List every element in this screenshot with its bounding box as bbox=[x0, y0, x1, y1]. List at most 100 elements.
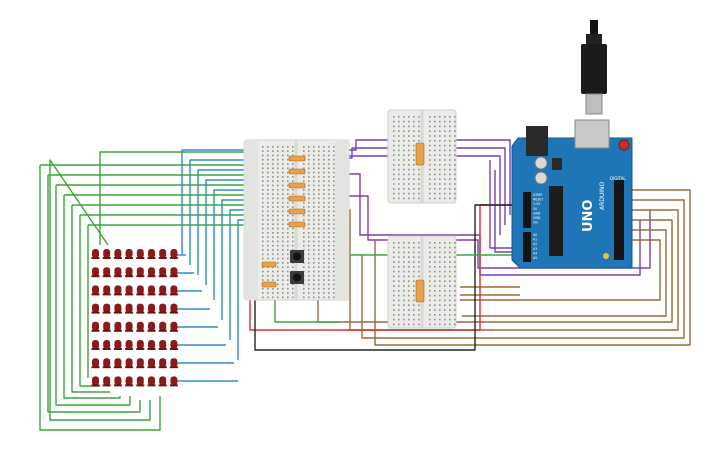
led[interactable] bbox=[91, 340, 100, 350]
usb-cable[interactable] bbox=[581, 20, 607, 115]
resistor[interactable] bbox=[261, 261, 277, 268]
atmega-chip bbox=[549, 186, 563, 256]
led[interactable] bbox=[91, 358, 100, 369]
led[interactable] bbox=[147, 267, 156, 278]
resistor[interactable] bbox=[288, 155, 306, 162]
led[interactable] bbox=[125, 249, 134, 259]
led[interactable] bbox=[102, 285, 111, 296]
led[interactable] bbox=[102, 340, 111, 350]
led[interactable] bbox=[91, 267, 100, 278]
power-led bbox=[603, 253, 609, 259]
led[interactable] bbox=[169, 376, 178, 387]
led[interactable] bbox=[169, 303, 178, 314]
led[interactable] bbox=[158, 303, 167, 314]
analog-pin-label: A5 bbox=[533, 256, 537, 260]
wire bbox=[99, 151, 268, 245]
led[interactable] bbox=[91, 249, 100, 259]
led[interactable] bbox=[147, 340, 156, 350]
led[interactable] bbox=[158, 249, 167, 259]
led[interactable] bbox=[169, 321, 178, 332]
led[interactable] bbox=[147, 285, 156, 296]
led[interactable] bbox=[125, 321, 134, 332]
led[interactable] bbox=[113, 340, 122, 350]
push-button-2[interactable] bbox=[290, 271, 304, 284]
led[interactable] bbox=[169, 267, 178, 278]
arduino-brand-text: ARDUINO bbox=[599, 181, 606, 210]
led[interactable] bbox=[147, 321, 156, 332]
led[interactable] bbox=[102, 321, 111, 332]
led[interactable] bbox=[91, 303, 100, 314]
led[interactable] bbox=[158, 285, 167, 296]
led[interactable] bbox=[136, 249, 145, 259]
wire bbox=[374, 189, 691, 346]
led[interactable] bbox=[125, 303, 134, 314]
led[interactable] bbox=[136, 376, 145, 387]
resistor[interactable] bbox=[288, 168, 306, 175]
led[interactable] bbox=[169, 249, 178, 259]
led[interactable] bbox=[102, 376, 111, 387]
led[interactable] bbox=[125, 358, 134, 369]
resistor[interactable] bbox=[415, 279, 425, 303]
led[interactable] bbox=[91, 321, 100, 332]
resistor[interactable] bbox=[261, 281, 277, 288]
led[interactable] bbox=[158, 358, 167, 369]
led[interactable] bbox=[136, 358, 145, 369]
led[interactable] bbox=[113, 303, 122, 314]
led[interactable] bbox=[169, 340, 178, 350]
led[interactable] bbox=[147, 376, 156, 387]
digital-label: DIGITAL bbox=[610, 176, 626, 181]
led[interactable] bbox=[102, 267, 111, 278]
led[interactable] bbox=[136, 285, 145, 296]
push-button-1[interactable] bbox=[290, 250, 304, 263]
led[interactable] bbox=[169, 285, 178, 296]
led[interactable] bbox=[136, 340, 145, 350]
wire bbox=[39, 165, 161, 431]
led[interactable] bbox=[113, 285, 122, 296]
analog-pin-label: A3 bbox=[533, 247, 537, 251]
led[interactable] bbox=[158, 340, 167, 350]
resistor[interactable] bbox=[288, 221, 306, 228]
led-matrix[interactable] bbox=[91, 249, 178, 387]
resistors[interactable] bbox=[261, 142, 425, 303]
led[interactable] bbox=[136, 303, 145, 314]
led[interactable] bbox=[113, 267, 122, 278]
led[interactable] bbox=[113, 376, 122, 387]
wire bbox=[63, 195, 121, 399]
led[interactable] bbox=[125, 267, 134, 278]
led[interactable] bbox=[125, 340, 134, 350]
resistor[interactable] bbox=[288, 195, 306, 202]
analog-header bbox=[523, 232, 531, 262]
led[interactable] bbox=[113, 249, 122, 259]
led[interactable] bbox=[125, 285, 134, 296]
power-pin-label: Vin bbox=[533, 221, 538, 225]
led[interactable] bbox=[136, 267, 145, 278]
led[interactable] bbox=[91, 285, 100, 296]
wire bbox=[47, 175, 141, 413]
led[interactable] bbox=[102, 358, 111, 369]
led[interactable] bbox=[158, 376, 167, 387]
led[interactable] bbox=[158, 321, 167, 332]
reset-button bbox=[618, 139, 630, 151]
wire bbox=[189, 159, 262, 265]
arduino-uno-board[interactable]: UNO ARDUINO DIGITAL IOREFRESET3.3V5VGNDG… bbox=[511, 119, 633, 269]
led[interactable] bbox=[169, 358, 178, 369]
power-jack bbox=[526, 126, 548, 156]
led[interactable] bbox=[125, 376, 134, 387]
resistor[interactable] bbox=[288, 182, 306, 189]
led[interactable] bbox=[158, 267, 167, 278]
led[interactable] bbox=[113, 358, 122, 369]
led[interactable] bbox=[91, 376, 100, 387]
led[interactable] bbox=[102, 249, 111, 259]
led[interactable] bbox=[102, 303, 111, 314]
wire bbox=[197, 169, 262, 275]
resistor[interactable] bbox=[288, 208, 306, 215]
resistor[interactable] bbox=[415, 142, 425, 166]
led[interactable] bbox=[147, 303, 156, 314]
led[interactable] bbox=[113, 321, 122, 332]
power-pin-label: GND bbox=[533, 211, 541, 215]
led[interactable] bbox=[136, 321, 145, 332]
led[interactable] bbox=[147, 358, 156, 369]
led[interactable] bbox=[147, 249, 156, 259]
